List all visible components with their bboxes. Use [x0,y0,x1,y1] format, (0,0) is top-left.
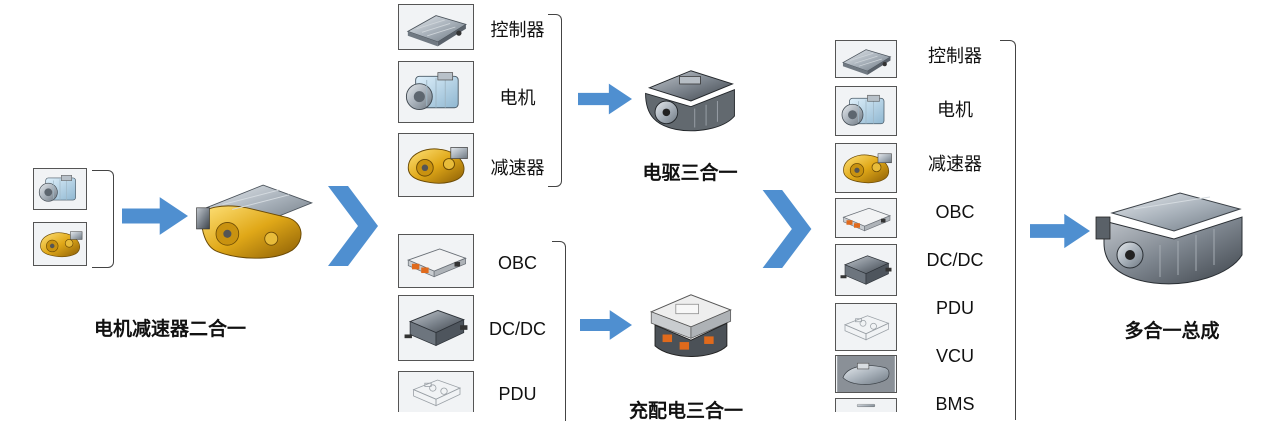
motor-icon [835,86,897,136]
charging-three-in-one-icon [638,280,742,372]
dcdc-converter-icon [398,295,474,361]
stage3-label-reducer: 减速器 [928,154,982,174]
stage1-title: 电机减速器二合一 [93,319,246,340]
stage3-label-bms: BMS [935,394,975,414]
bms-module-icon [835,398,897,412]
arrow-icon [580,306,632,344]
group-b-bracket [552,241,566,421]
chevron-right-icon [762,190,812,268]
group-a-label-reducer: 减速器 [490,158,545,178]
stage3-label-controller: 控制器 [928,46,982,66]
vcu-module-icon [835,355,897,393]
pdu-module-icon [398,371,474,412]
stage3-label-obc: OBC [935,202,975,222]
group-a-label-motor: 电机 [499,88,536,108]
group-a-label-controller: 控制器 [490,20,545,40]
stage3-label-pdu: PDU [935,298,974,318]
group-b-label-dcdc: DC/DC [489,319,546,339]
group-a-title: 电驱三合一 [642,163,738,184]
group-b-label-obc: OBC [497,253,537,273]
motor-icon [398,61,474,123]
controller-unit-icon [835,40,897,78]
e-drive-three-in-one-icon [638,62,742,140]
reducer-gearbox-icon [33,222,87,266]
stage3-label-vcu: VCU [935,346,974,366]
stage3-label-dcdc: DC/DC [926,250,984,270]
stage3-title: 多合一总成 [1124,321,1220,342]
arrow-icon [122,196,188,236]
motor-icon [33,168,87,210]
pdu-module-icon [835,303,897,351]
two-in-one-assembly-icon [190,162,320,278]
reducer-gearbox-icon [398,133,474,197]
obc-module-icon [398,234,474,288]
dcdc-converter-icon [835,244,897,296]
multi-in-one-assembly-icon [1090,182,1250,294]
obc-module-icon [835,198,897,238]
reducer-gearbox-icon [835,143,897,193]
controller-unit-icon [398,4,474,50]
group-b-title: 充配电三合一 [628,401,743,422]
chevron-right-icon [328,186,378,266]
group-b-label-pdu: PDU [498,384,537,404]
arrow-icon [1030,212,1090,250]
stage1-bracket [92,170,114,268]
stage3-bracket [1000,40,1016,420]
stage3-label-motor: 电机 [937,100,973,120]
arrow-icon [578,80,632,118]
group-a-bracket [548,14,562,187]
